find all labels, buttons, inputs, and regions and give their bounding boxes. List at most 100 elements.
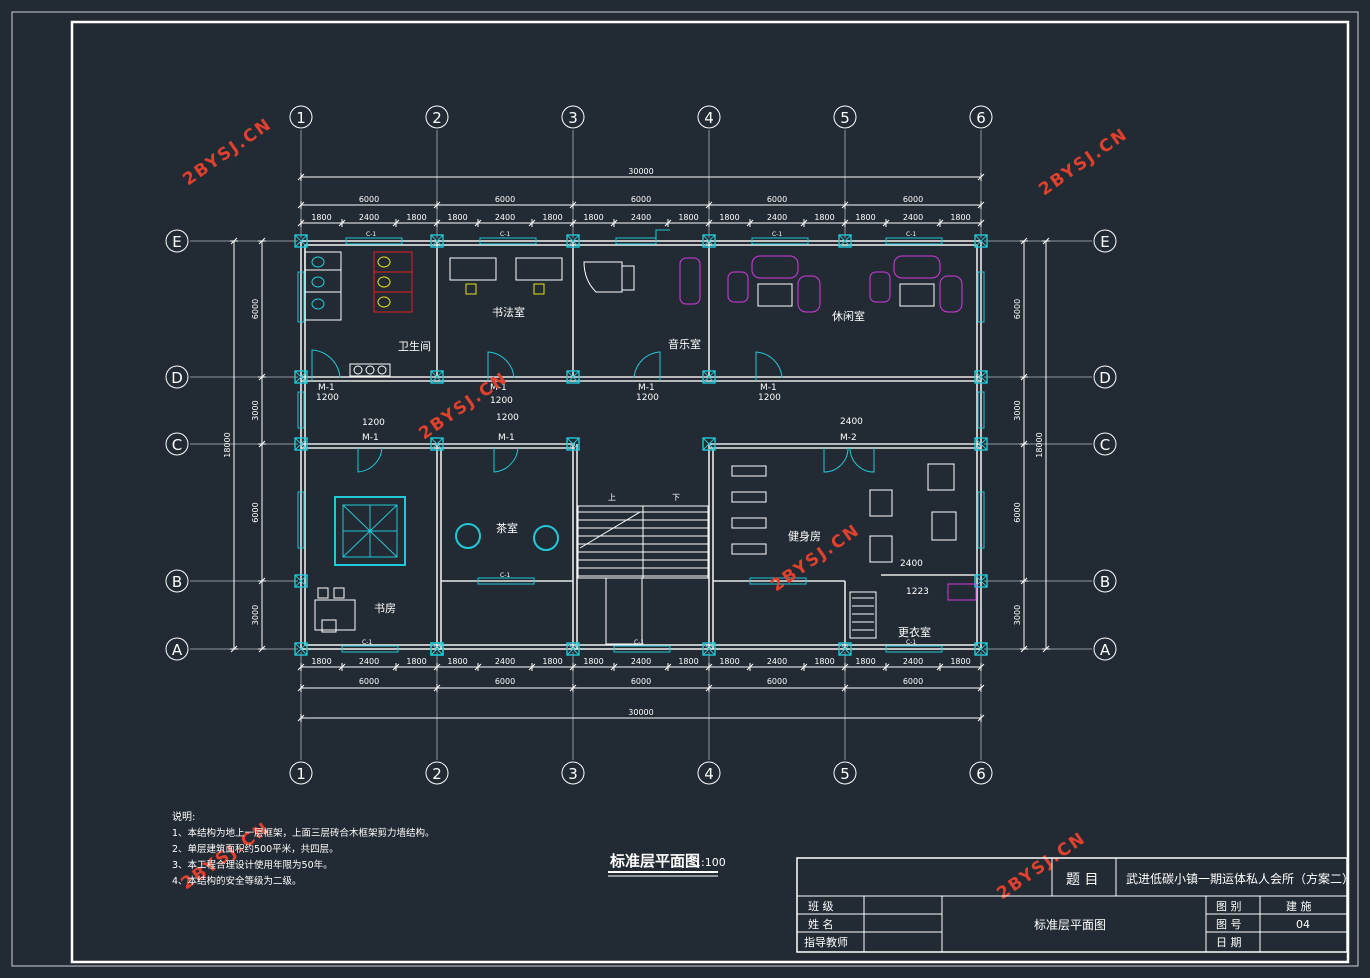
axis-bubble xyxy=(1093,365,1117,389)
window-tag: C-1 xyxy=(366,231,376,238)
dim-detail: 1800 xyxy=(678,213,698,222)
dim-span: 6000 xyxy=(1013,299,1022,319)
door-tag: M-1 xyxy=(490,383,507,393)
axis-label-row: E xyxy=(1100,233,1109,251)
dim-detail: 1800 xyxy=(542,213,562,222)
column-marker xyxy=(294,574,308,588)
dim-span: 6000 xyxy=(767,677,787,686)
window-tag: C-1 xyxy=(500,231,510,238)
note-line: 2、单层建筑面积约500平米，共四层。 xyxy=(172,843,339,855)
walls xyxy=(300,240,982,650)
room-labels: 卫生间 书法室 音乐室 休闲室 茶室 健身房 书房 更衣室 上 下 xyxy=(374,305,931,639)
dim-span: 3000 xyxy=(251,400,260,420)
axis-bubble xyxy=(165,365,189,389)
door-tag: M-1 xyxy=(318,383,335,393)
dim-detail: 1800 xyxy=(950,213,970,222)
dim-span: 6000 xyxy=(359,195,379,204)
dim-total: 18000 xyxy=(1035,432,1044,457)
column-marker xyxy=(974,370,988,384)
dim-span: 6000 xyxy=(495,195,515,204)
column-marker xyxy=(974,234,988,248)
dim-detail: 2400 xyxy=(495,657,515,666)
axis-label-row: C xyxy=(172,436,182,454)
column-marker xyxy=(566,370,580,384)
axis-label-row: D xyxy=(1099,369,1111,387)
door-labels: M-1 1200 M-1 1200 M-1 1200 M-1 1200 1200… xyxy=(316,231,929,646)
axis-label-column: 6 xyxy=(976,765,986,783)
door-width: 1200 xyxy=(496,413,519,423)
outer-frame xyxy=(11,11,1359,967)
note-line: 3、本工程合理设计使用年限为50年。 xyxy=(172,859,333,871)
dim-span: 6000 xyxy=(495,677,515,686)
axis-label-row: A xyxy=(1100,641,1111,659)
column-marker xyxy=(566,642,580,656)
dim-detail: 1800 xyxy=(678,657,698,666)
inner-frame xyxy=(70,20,1350,964)
dim-span: 6000 xyxy=(767,195,787,204)
column-marker xyxy=(430,370,444,384)
category-value: 建 施 xyxy=(1286,899,1312,913)
axis-bubble xyxy=(1093,432,1117,456)
axis-bubble xyxy=(833,761,857,785)
dim-span: 6000 xyxy=(903,677,923,686)
door-width: 1200 xyxy=(490,396,513,406)
dim-detail: 2400 xyxy=(631,213,651,222)
axis-bubble xyxy=(165,432,189,456)
label-date: 日 期 xyxy=(1216,936,1242,949)
axis-label-column: 5 xyxy=(840,765,850,783)
stair-down-label: 下 xyxy=(672,493,680,502)
axis-bubble xyxy=(833,105,857,129)
column-marker xyxy=(702,642,716,656)
axis-label-column: 2 xyxy=(432,109,442,127)
axis-label-row: D xyxy=(171,369,183,387)
dim-span: 3000 xyxy=(1013,605,1022,625)
drawing-title-text: 标准层平面图 xyxy=(609,852,700,870)
dim-span: 6000 xyxy=(251,502,260,522)
dim-detail: 1800 xyxy=(447,657,467,666)
axis-label-row: E xyxy=(172,233,181,251)
door-width: 1200 xyxy=(362,418,385,428)
room-music: 音乐室 xyxy=(668,337,701,351)
dim-detail: 2400 xyxy=(767,213,787,222)
door-width: 2400 xyxy=(840,417,863,427)
column-marker xyxy=(430,234,444,248)
dim-detail: 2400 xyxy=(359,213,379,222)
note-line: 4、本结构的安全等级为二级。 xyxy=(172,875,302,887)
dim-detail: 2400 xyxy=(903,657,923,666)
drawing-title: 标准层平面图 1:100 xyxy=(608,852,726,877)
title-block: 题 目 武进低碳小镇一期运体私人会所（方案二） 班 级 姓 名 指导教师 标准层… xyxy=(796,857,1354,953)
door-tag: M-1 xyxy=(498,433,515,443)
label-teacher: 指导教师 xyxy=(804,935,848,949)
dim-span: 3000 xyxy=(251,605,260,625)
axis-label-column: 5 xyxy=(840,109,850,127)
dim-detail: 1800 xyxy=(814,213,834,222)
axis-label-column: 4 xyxy=(704,109,714,127)
door-width: 1200 xyxy=(758,393,781,403)
dim-detail: 2400 xyxy=(903,213,923,222)
dim-detail: 1800 xyxy=(311,657,331,666)
room-tea: 茶室 xyxy=(496,521,518,535)
dim-span: 6000 xyxy=(631,195,651,204)
dim-detail: 1800 xyxy=(855,657,875,666)
door-tag: M-1 xyxy=(362,433,379,443)
structural-columns xyxy=(294,234,988,656)
dim-detail: 1800 xyxy=(855,213,875,222)
design-notes: 说明: 1、本结构为地上一层框架，上面三层砖合木框架剪力墙结构。 2、单层建筑面… xyxy=(172,810,435,887)
notes-heading: 说明: xyxy=(172,810,195,823)
dim-detail: 1800 xyxy=(406,213,426,222)
door-width: 1200 xyxy=(636,393,659,403)
label-class: 班 级 xyxy=(808,900,834,913)
column-marker xyxy=(294,370,308,384)
door-tag: M-1 xyxy=(638,383,655,393)
column-marker xyxy=(702,370,716,384)
axis-bubble xyxy=(289,761,313,785)
axis-label-column: 4 xyxy=(704,765,714,783)
doors xyxy=(311,229,875,473)
label-topic: 题 目 xyxy=(1066,872,1098,888)
number-value: 04 xyxy=(1296,918,1310,931)
dim-detail: 2400 xyxy=(631,657,651,666)
column-marker xyxy=(838,642,852,656)
